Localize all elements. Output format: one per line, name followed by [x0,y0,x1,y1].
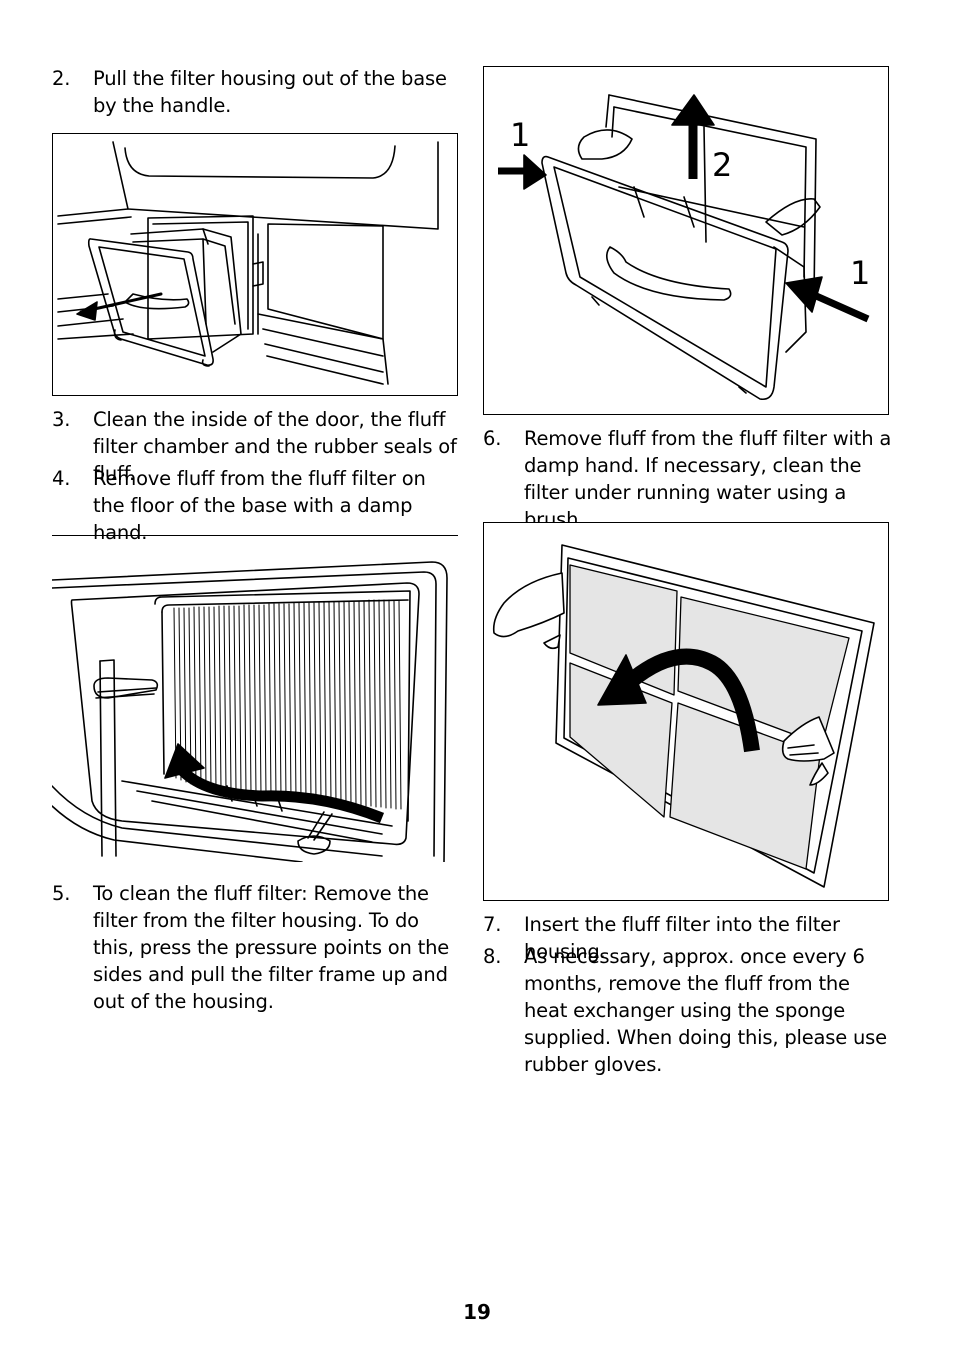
figure-pull-filter-housing [52,133,458,396]
step-number: 6. [483,427,502,450]
step-5: 5. To clean the fluff filter: Remove the… [52,880,462,1013]
step-text: Pull the filter housing out of the base … [93,67,447,117]
step-text: As necessary, approx. once every 6 month… [524,945,887,1076]
pressure-point-label-left: 1 [510,116,531,154]
step-text: To clean the fluff filter: Remove the fi… [93,882,450,1013]
figure-remove-filter-frame: 1 2 1 [483,66,889,415]
figure-clean-filter [483,522,889,901]
pressure-point-label-right: 1 [850,254,871,292]
step-number: 8. [483,945,502,968]
step-text: Remove fluff from the fluff filter on th… [93,467,426,544]
step-text: Remove fluff from the fluff filter with … [524,427,892,531]
step-3: 3. Clean the inside of the door, the flu… [52,406,462,485]
step-number: 3. [52,408,71,431]
step-4: 4. Remove fluff from the fluff filter on… [52,465,462,544]
section-divider [52,535,458,536]
step-text: Clean the inside of the door, the fluff … [93,408,457,485]
step-8: 8. As necessary, approx. once every 6 mo… [483,943,893,1083]
step-number: 7. [483,913,502,936]
lift-direction-label: 2 [712,146,733,184]
figure-floor-filter [51,556,458,863]
step-number: 4. [52,467,71,490]
step-text: Insert the fluff filter into the filter … [524,913,840,963]
step-7: 7. Insert the fluff filter into the filt… [483,911,903,963]
step-number: 5. [52,882,71,905]
step-number: 2. [52,67,71,90]
step-2: 2. Pull the filter housing out of the ba… [52,65,462,121]
step-6: 6. Remove fluff from the fluff filter wi… [483,425,893,531]
page-number: 19 [463,1300,491,1324]
